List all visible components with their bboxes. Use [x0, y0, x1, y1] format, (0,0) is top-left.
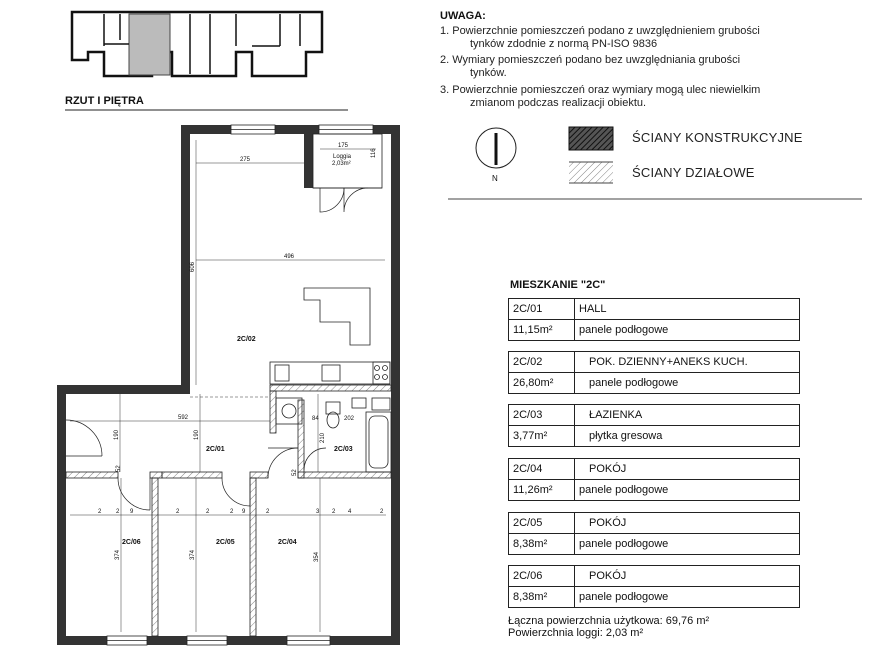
- note-line: 3. Powierzchnie pomieszczeń oraz wymiary…: [440, 84, 761, 96]
- dim-small: 9: [242, 509, 246, 515]
- loggia: [312, 133, 383, 189]
- structural-walls: [57, 125, 400, 645]
- total-area: Łączna powierzchnia użytkowa: 69,76 m²: [508, 615, 710, 627]
- room-name: POK. DZIENNY+ANEKS KUCH.: [574, 351, 800, 373]
- dim-84: 84: [312, 416, 319, 422]
- room-label-2c04: 2C/04: [278, 539, 297, 546]
- note-line: 1. Powierzchnie pomieszczeń podano z uwz…: [440, 25, 760, 37]
- room-code: 2C/01: [508, 298, 575, 320]
- room-name: ŁAZIENKA: [574, 404, 800, 426]
- room-area: 8,38m²: [508, 586, 575, 608]
- room-name: POKÓJ: [574, 458, 800, 480]
- room-code: 2C/04: [508, 458, 575, 480]
- dim-190-left: 190: [114, 429, 120, 440]
- partition-walls: [65, 384, 392, 637]
- key-plan-partitions: [103, 14, 301, 74]
- dim-small: 2: [380, 509, 384, 515]
- windows: [106, 124, 374, 646]
- room-label-2c05: 2C/05: [216, 539, 235, 546]
- room-floor: panele podłogowe: [574, 533, 800, 555]
- dim-small: 4: [348, 509, 352, 515]
- note-line: zmianom podczas realizacji obiektu.: [470, 97, 647, 109]
- loggia-label: Loggia: [333, 154, 352, 160]
- dim-small: 2: [332, 509, 336, 515]
- room-label-2c03: 2C/03: [334, 446, 353, 453]
- room-label-2c01: 2C/01: [206, 446, 225, 453]
- building-key-plan: [70, 10, 324, 78]
- dim-small: 2: [98, 509, 102, 515]
- room-floor: panele podłogowe: [574, 372, 800, 394]
- legend-structural-label: ŚCIANY KONSTRUKCYJNE: [632, 130, 803, 145]
- room-code: 2C/06: [508, 565, 575, 587]
- room-label-2c06: 2C/06: [122, 539, 141, 546]
- room-area: 3,77m²: [508, 425, 575, 447]
- dim-374-center: 374: [190, 549, 196, 560]
- room-code: 2C/05: [508, 512, 575, 534]
- room-name: HALL: [574, 298, 800, 320]
- dim-202: 202: [344, 416, 355, 422]
- dim-small: 9: [130, 509, 134, 515]
- dim-190-center: 190: [194, 429, 200, 440]
- note-line: 2. Wymiary pomieszczeń podano bez uwzglę…: [440, 54, 741, 66]
- key-plan-highlight: [128, 13, 171, 76]
- dimension-lines: [70, 140, 386, 632]
- dim-small: 3: [316, 509, 320, 515]
- loggia-area: 2,03m²: [332, 161, 351, 167]
- dim-small: 2: [266, 509, 270, 515]
- dim-small: 2: [230, 509, 234, 515]
- north-label: N: [492, 174, 498, 183]
- legend-partition-label: ŚCIANY DZIAŁOWE: [632, 165, 755, 180]
- room-label-2c02: 2C/02: [237, 336, 256, 343]
- dim-496: 496: [284, 254, 295, 260]
- room-floor: panele podłogowe: [574, 479, 800, 501]
- doors: [65, 187, 369, 511]
- room-floor: płytka gresowa: [574, 425, 800, 447]
- notes-title: UWAGA:: [440, 10, 486, 22]
- north-arrow-icon: [475, 127, 517, 169]
- note-line: tynków.: [470, 67, 507, 79]
- dim-small: 2: [176, 509, 180, 515]
- fixtures: [269, 287, 392, 473]
- room-area: 26,80m²: [508, 372, 575, 394]
- dim-354: 354: [314, 551, 320, 562]
- plan-title: RZUT I PIĘTRA: [65, 95, 144, 107]
- room-name: POKÓJ: [574, 512, 800, 534]
- room-floor: panele podłogowe: [574, 586, 800, 608]
- room-code: 2C/03: [508, 404, 575, 426]
- dim-592: 592: [178, 415, 189, 421]
- room-name: POKÓJ: [574, 565, 800, 587]
- room-area: 8,38m²: [508, 533, 575, 555]
- note-line: tynków zdodnie z normą PN-ISO 9836: [470, 38, 658, 50]
- dim-175: 175: [338, 143, 349, 149]
- dim-374-left: 374: [115, 549, 121, 560]
- dim-52-left: 52: [116, 465, 122, 472]
- dim-small: 2: [206, 509, 210, 515]
- room-code: 2C/02: [508, 351, 575, 373]
- partition-wall-swatch: [569, 161, 613, 184]
- dim-116: 116: [371, 148, 377, 158]
- loggia-area-summary: Powierzchnia loggi: 2,03 m²: [508, 627, 644, 639]
- dim-52-right: 52: [292, 469, 298, 476]
- dim-210: 210: [320, 432, 326, 443]
- room-area: 11,15m²: [508, 319, 575, 341]
- apartment-title: MIESZKANIE "2C": [510, 279, 606, 291]
- room-area: 11,26m²: [508, 479, 575, 501]
- dim-606: 606: [190, 261, 196, 272]
- dim-small: 2: [116, 509, 120, 515]
- structural-wall-swatch: [568, 126, 614, 151]
- room-floor: panele podłogowe: [574, 319, 800, 341]
- dim-275: 275: [240, 157, 251, 163]
